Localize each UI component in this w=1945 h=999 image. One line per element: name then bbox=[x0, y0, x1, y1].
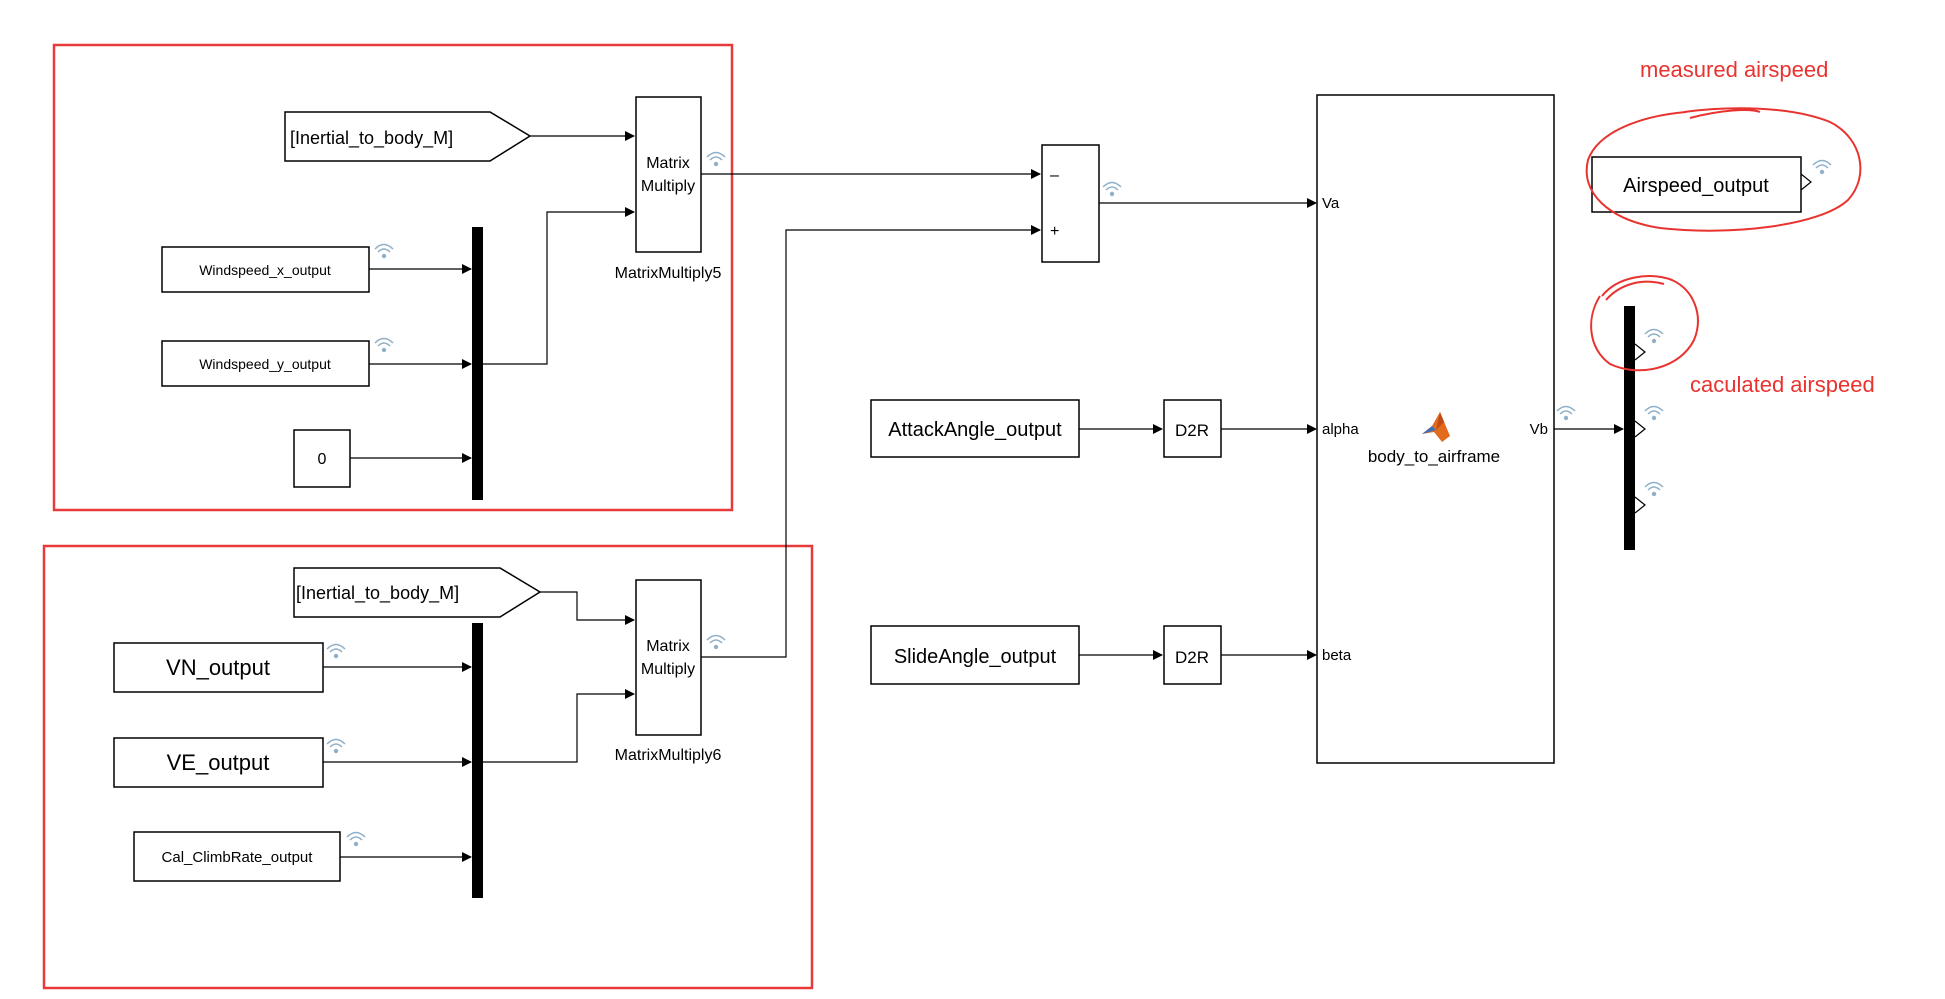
svg-text:body_to_airframe: body_to_airframe bbox=[1368, 447, 1500, 466]
svg-text:[Inertial_to_body_M]: [Inertial_to_body_M] bbox=[290, 128, 453, 149]
svg-text:–: – bbox=[1050, 167, 1059, 184]
measured-airspeed-label: measured airspeed bbox=[1640, 57, 1828, 82]
attack-angle-output-block[interactable]: AttackAngle_output bbox=[870, 399, 1080, 458]
calculated-airspeed-circle bbox=[1590, 275, 1699, 372]
svg-text:VE_output: VE_output bbox=[167, 750, 270, 775]
signal-log-icon bbox=[706, 634, 726, 650]
svg-text:+: + bbox=[1050, 223, 1059, 240]
airspeed-output-block[interactable]: Airspeed_output bbox=[1591, 156, 1802, 213]
red-highlight-box-wind bbox=[52, 43, 734, 512]
svg-text:D2R: D2R bbox=[1175, 421, 1209, 440]
signal-log-icon bbox=[374, 337, 394, 353]
mux-bar-top[interactable] bbox=[472, 227, 483, 500]
signal-log-icon bbox=[1812, 159, 1832, 175]
signal-log-icon bbox=[706, 151, 726, 167]
signal-log-icon bbox=[1556, 405, 1576, 421]
measured-airspeed-circle bbox=[1585, 107, 1862, 232]
constant-zero-block[interactable]: 0 bbox=[293, 429, 351, 488]
signal-log-icon bbox=[1644, 328, 1664, 344]
svg-text:Cal_ClimbRate_output: Cal_ClimbRate_output bbox=[162, 849, 314, 866]
goto-tag-bottom[interactable]: [Inertial_to_body_M] bbox=[293, 567, 542, 618]
d2r-block-top[interactable]: D2R bbox=[1163, 399, 1222, 458]
calculated-airspeed-label: caculated airspeed bbox=[1690, 372, 1875, 397]
signal-log-icon bbox=[1102, 181, 1122, 197]
ve-output-block[interactable]: VE_output bbox=[113, 737, 324, 788]
svg-text:Airspeed_output: Airspeed_output bbox=[1623, 175, 1769, 197]
svg-text:VN_output: VN_output bbox=[166, 655, 270, 680]
svg-text:Multiply: Multiply bbox=[641, 178, 695, 195]
signal-log-icon bbox=[374, 243, 394, 259]
signal-log-icon bbox=[346, 831, 366, 847]
svg-text:Windspeed_y_output: Windspeed_y_output bbox=[199, 356, 331, 372]
matlab-logo-icon bbox=[1422, 412, 1450, 442]
svg-text:alpha: alpha bbox=[1322, 421, 1359, 438]
svg-text:beta: beta bbox=[1322, 647, 1352, 664]
vn-output-block[interactable]: VN_output bbox=[113, 642, 324, 693]
svg-text:D2R: D2R bbox=[1175, 648, 1209, 667]
svg-text:AttackAngle_output: AttackAngle_output bbox=[888, 419, 1062, 441]
svg-text:SlideAngle_output: SlideAngle_output bbox=[894, 646, 1057, 668]
matrix-multiply-5-name: MatrixMultiply5 bbox=[615, 265, 722, 282]
signal-log-icon bbox=[1644, 481, 1664, 497]
slide-angle-output-block[interactable]: SlideAngle_output bbox=[870, 625, 1080, 685]
svg-text:[Inertial_to_body_M]: [Inertial_to_body_M] bbox=[296, 583, 459, 604]
windspeed-y-block[interactable]: Windspeed_y_output bbox=[161, 340, 370, 387]
matrix-multiply-6-block[interactable]: Matrix Multiply bbox=[635, 579, 702, 736]
signal-log-icon bbox=[326, 738, 346, 754]
sum-block[interactable]: – + bbox=[1041, 144, 1100, 263]
signal-log-icon bbox=[1644, 405, 1664, 421]
svg-text:Windspeed_x_output: Windspeed_x_output bbox=[199, 262, 331, 278]
matrix-multiply-5-block[interactable]: Matrix Multiply bbox=[635, 96, 702, 253]
svg-text:Multiply: Multiply bbox=[641, 661, 695, 678]
svg-text:Matrix: Matrix bbox=[646, 155, 690, 172]
d2r-block-bottom[interactable]: D2R bbox=[1163, 625, 1222, 685]
matrix-multiply-6-name: MatrixMultiply6 bbox=[615, 747, 722, 764]
svg-text:0: 0 bbox=[318, 451, 327, 468]
svg-text:Matrix: Matrix bbox=[646, 638, 690, 655]
windspeed-x-block[interactable]: Windspeed_x_output bbox=[161, 246, 370, 293]
goto-tag-top[interactable]: [Inertial_to_body_M] bbox=[284, 111, 532, 162]
climbrate-output-block[interactable]: Cal_ClimbRate_output bbox=[133, 831, 341, 882]
demux-bar[interactable] bbox=[1624, 306, 1635, 550]
signal-log-icon bbox=[326, 643, 346, 659]
svg-text:Vb: Vb bbox=[1530, 421, 1548, 438]
svg-text:Va: Va bbox=[1322, 195, 1340, 212]
mux-bar-bottom[interactable] bbox=[472, 623, 483, 898]
red-highlight-box-ground-velocity bbox=[42, 544, 814, 990]
